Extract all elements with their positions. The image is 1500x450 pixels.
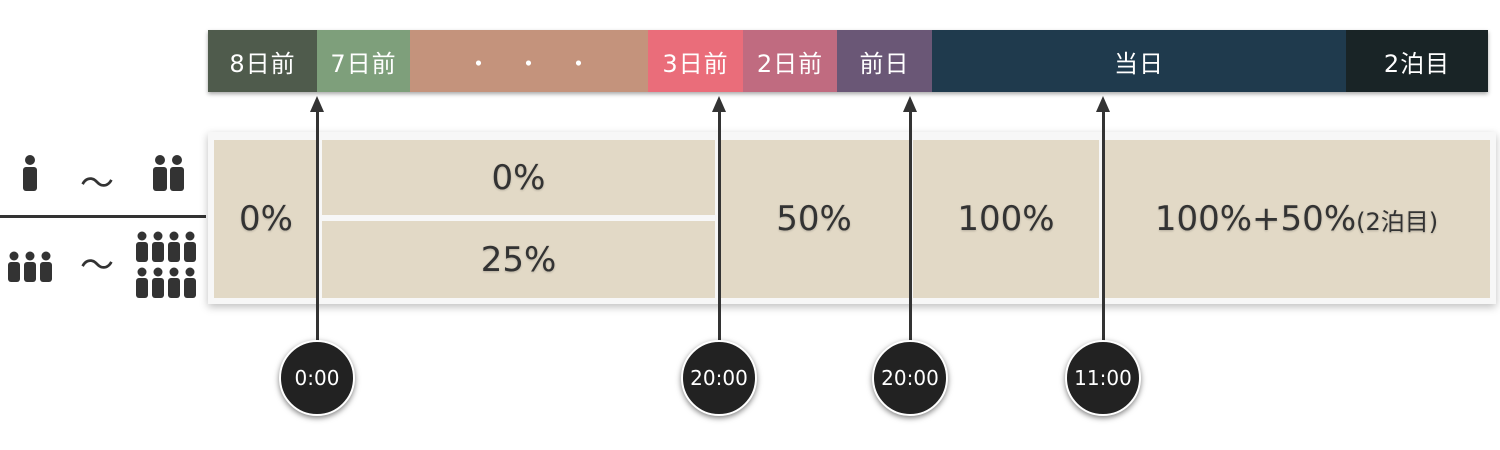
rate-cell-day-before: 100% — [913, 140, 1099, 298]
rate-cell-8days: 0% — [214, 140, 318, 298]
rate-cell-7to3-large: 25% — [322, 221, 715, 298]
legend-divider — [0, 215, 206, 218]
deadline-arrow-3 — [909, 108, 912, 342]
deadline-time-1: 0:00 — [279, 340, 355, 416]
cancellation-rate-table: 0% 0% 25% 50% 100% 100%+50%(2泊目) — [208, 132, 1496, 304]
rate-cell-same-day: 100%+50%(2泊目) — [1103, 140, 1490, 298]
deadline-time-4: 11:00 — [1065, 340, 1141, 416]
deadline-arrow-4 — [1102, 108, 1105, 342]
deadline-time-3: 20:00 — [872, 340, 948, 416]
deadline-arrow-2 — [718, 108, 721, 342]
timeline-seg-2days-before: 2日前 — [743, 30, 837, 92]
deadline-arrowhead-3 — [903, 96, 917, 112]
timeline-seg-7days-before: 7日前 — [317, 30, 410, 92]
tilde-row2: 〜 — [80, 246, 114, 286]
rate-cell-3to1: 50% — [719, 140, 909, 298]
timeline-seg-day-before: 前日 — [837, 30, 932, 92]
rate-same-day-suffix: (2泊目) — [1356, 207, 1439, 236]
rate-same-day-main: 100%+50% — [1154, 199, 1357, 239]
deadline-arrowhead-4 — [1096, 96, 1110, 112]
timeline-bar: 8日前 7日前 ・ ・ ・ 3日前 2日前 前日 当日 2泊目 — [208, 30, 1488, 92]
timeline-seg-same-day: 当日 — [932, 30, 1346, 92]
deadline-arrowhead-2 — [712, 96, 726, 112]
timeline-seg-3days-before: 3日前 — [648, 30, 743, 92]
group-row-large — [0, 228, 206, 304]
deadline-arrowhead-1 — [310, 96, 324, 112]
timeline-seg-ellipsis: ・ ・ ・ — [410, 30, 648, 92]
tilde-row1: 〜 — [80, 164, 114, 204]
rate-cell-7to3-small: 0% — [322, 140, 715, 215]
timeline-seg-second-night: 2泊目 — [1346, 30, 1488, 92]
timeline-seg-8days-before: 8日前 — [208, 30, 317, 92]
person-icon-group — [8, 231, 196, 298]
group-row-small — [0, 152, 206, 196]
deadline-arrow-1 — [316, 108, 319, 342]
deadline-time-2: 20:00 — [681, 340, 757, 416]
person-icon-single — [23, 155, 184, 191]
